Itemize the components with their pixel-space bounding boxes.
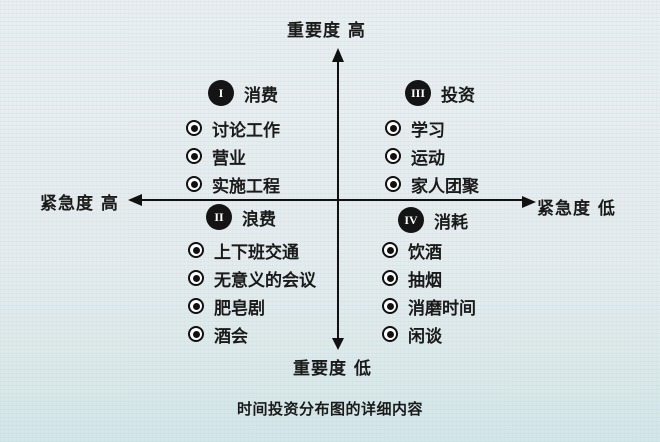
bullet-icon — [186, 120, 202, 136]
list-item: 学习 — [385, 114, 479, 142]
quadrant-4-list: 饮酒 抽烟 消磨时间 闲谈 — [382, 236, 476, 348]
quadrant-4-header: IV 消耗 — [398, 207, 468, 233]
quadrant-2-title: 浪费 — [242, 209, 276, 230]
roman-numeral-badge-icon: III — [405, 80, 431, 106]
bullet-icon — [188, 326, 204, 342]
roman-numeral-badge-icon: II — [206, 204, 232, 230]
bullet-icon — [188, 298, 204, 314]
quadrant-1-list: 讨论工作 营业 实施工程 — [186, 114, 280, 198]
list-item: 家人团聚 — [385, 170, 479, 198]
list-item: 无意义的会议 — [188, 264, 316, 292]
list-item: 饮酒 — [382, 236, 476, 264]
list-item: 消磨时间 — [382, 292, 476, 320]
bullet-icon — [382, 242, 398, 258]
quadrant-1-header: I 消费 — [208, 80, 278, 106]
axis-label-urgency-high: 紧急度 高 — [40, 194, 119, 214]
quadrant-1-title: 消费 — [244, 85, 278, 106]
bullet-icon — [382, 326, 398, 342]
list-item: 实施工程 — [186, 170, 280, 198]
arrow-down-icon — [332, 338, 344, 350]
quadrant-3-title: 投资 — [441, 85, 475, 106]
quadrant-3-list: 学习 运动 家人团聚 — [385, 114, 479, 198]
axis-label-importance-low: 重要度 低 — [293, 359, 372, 379]
list-item: 肥皂剧 — [188, 292, 316, 320]
axis-label-urgency-low: 紧急度 低 — [537, 199, 616, 219]
roman-numeral-badge-icon: I — [208, 80, 234, 106]
bullet-icon — [188, 270, 204, 286]
quadrant-2-header: II 浪费 — [206, 204, 276, 230]
arrow-up-icon — [332, 48, 344, 62]
list-item: 抽烟 — [382, 264, 476, 292]
bullet-icon — [385, 148, 401, 164]
arrow-left-icon — [128, 194, 142, 206]
bullet-icon — [385, 176, 401, 192]
list-item: 讨论工作 — [186, 114, 280, 142]
list-item: 上下班交通 — [188, 236, 316, 264]
list-item: 营业 — [186, 142, 280, 170]
quadrant-4-title: 消耗 — [434, 212, 468, 233]
arrow-right-icon — [522, 196, 536, 208]
list-item: 运动 — [385, 142, 479, 170]
list-item: 酒会 — [188, 320, 316, 348]
bullet-icon — [186, 148, 202, 164]
bullet-icon — [188, 242, 204, 258]
bullet-icon — [385, 120, 401, 136]
roman-numeral-badge-icon: IV — [398, 207, 424, 233]
bullet-icon — [382, 270, 398, 286]
horizontal-axis-line — [140, 199, 525, 201]
axis-label-importance-high: 重要度 高 — [287, 21, 366, 41]
vertical-axis-line — [337, 60, 339, 342]
list-item: 闲谈 — [382, 320, 476, 348]
figure-caption: 时间投资分布图的详细内容 — [236, 400, 423, 418]
bullet-icon — [186, 176, 202, 192]
quadrant-2-list: 上下班交通 无意义的会议 肥皂剧 酒会 — [188, 236, 316, 348]
bullet-icon — [382, 298, 398, 314]
quadrant-3-header: III 投资 — [405, 80, 475, 106]
